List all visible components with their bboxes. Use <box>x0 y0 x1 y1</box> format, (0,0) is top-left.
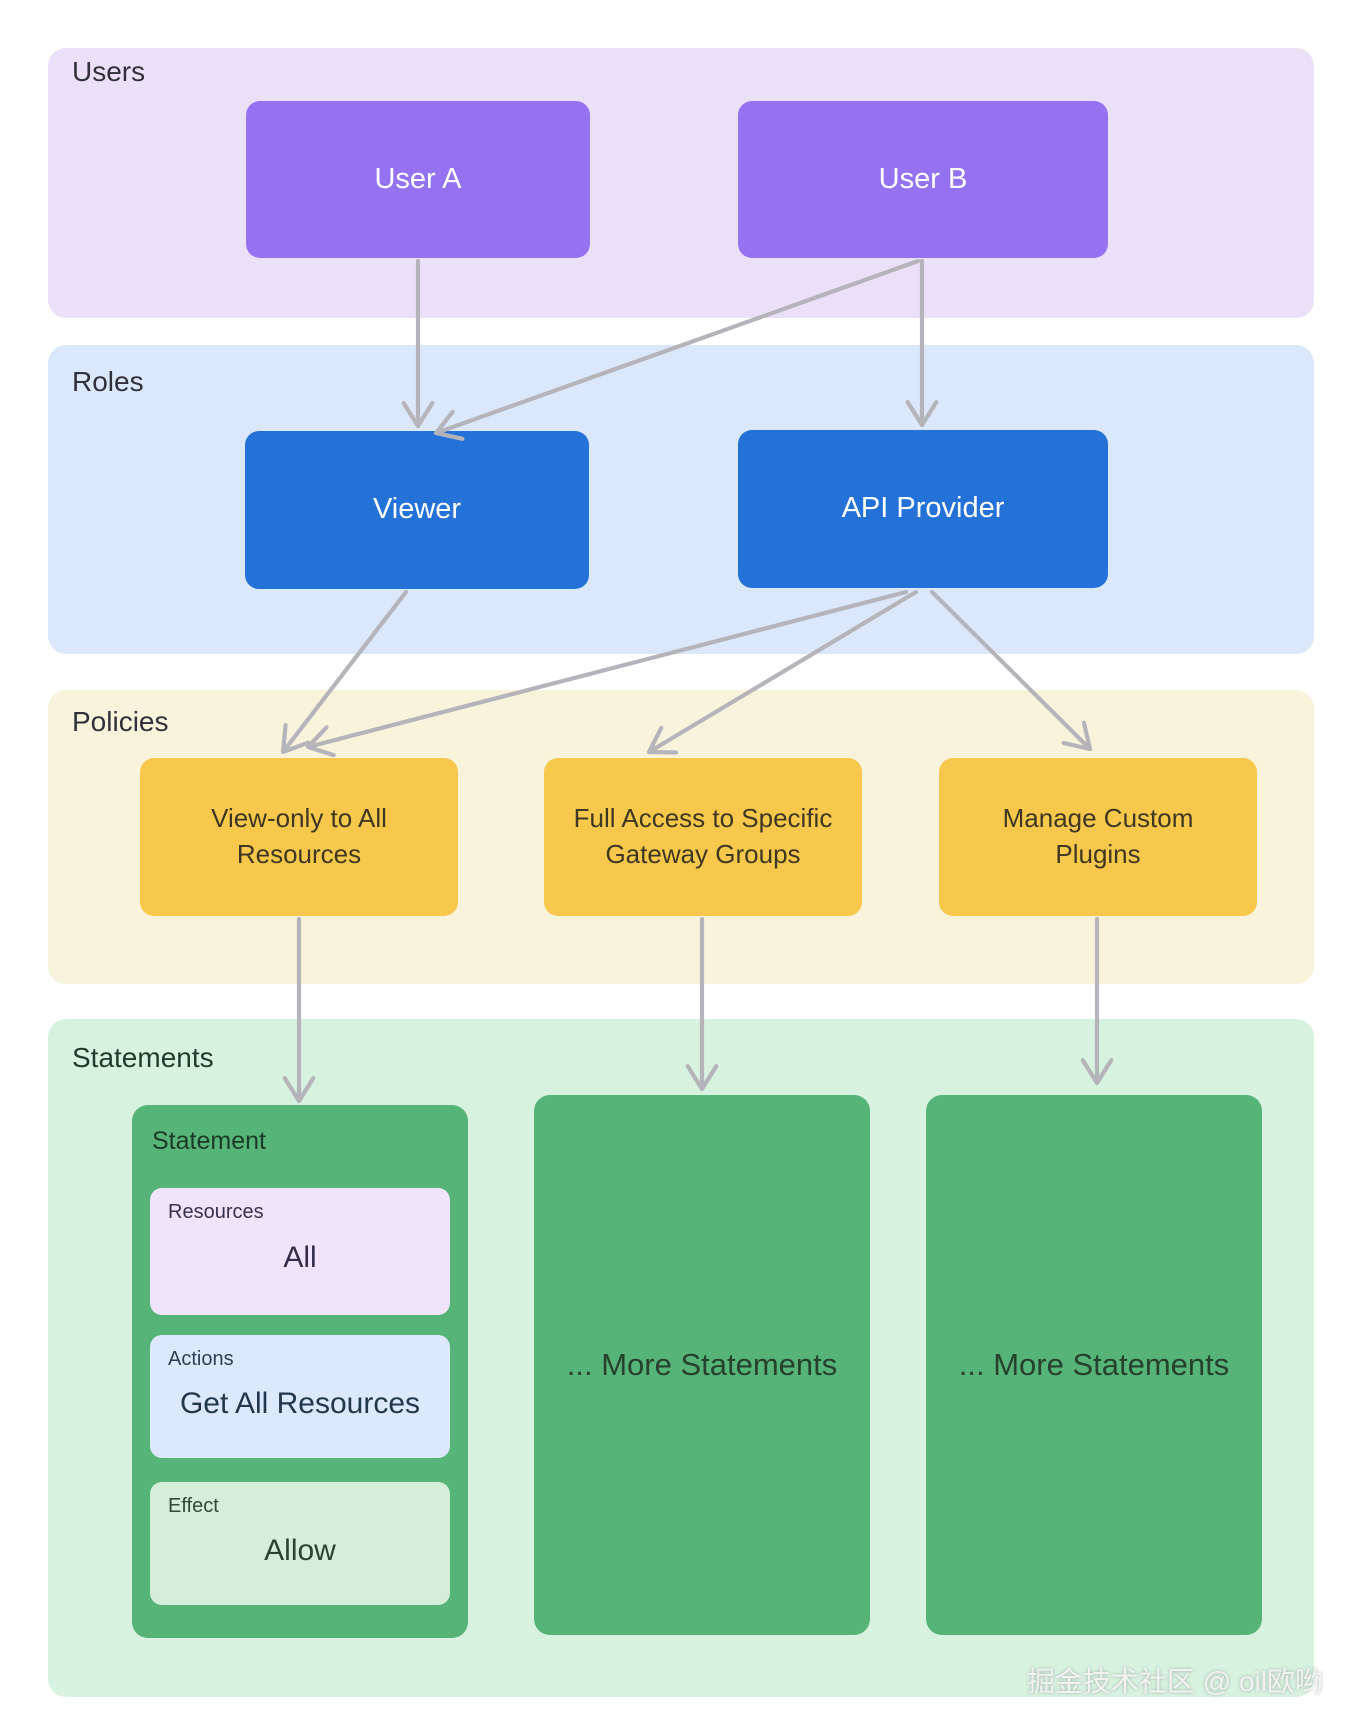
band-statements: Statements Statement Resources All Actio… <box>48 1019 1314 1697</box>
node-policy-full-access: Full Access to Specific Gateway Groups <box>544 758 862 916</box>
node-policy-manage-plugins: Manage Custom Plugins <box>939 758 1257 916</box>
node-user-a: User A <box>246 101 590 258</box>
node-more-statements-1-label: ... More Statements <box>566 1347 838 1382</box>
band-policies: Policies View-only to All Resources Full… <box>48 690 1314 984</box>
band-policies-label: Policies <box>72 706 169 737</box>
node-api-provider-label: API Provider <box>841 492 1005 525</box>
statement-field-resources-value: All <box>283 1241 317 1275</box>
statement-field-resources: Resources All <box>150 1188 450 1315</box>
statement-field-resources-label: Resources <box>168 1201 264 1223</box>
node-statement: Statement Resources All Actions Get All … <box>132 1105 468 1638</box>
statement-title: Statement <box>152 1127 266 1155</box>
statement-field-actions: Actions Get All Resources <box>150 1335 450 1458</box>
band-statements-label: Statements <box>72 1042 214 1073</box>
statement-field-effect-label: Effect <box>168 1495 219 1517</box>
statement-field-actions-value: Get All Resources <box>179 1386 421 1420</box>
node-policy-view-only: View-only to All Resources <box>140 758 458 916</box>
node-policy-manage-plugins-label: Manage Custom Plugins <box>1002 803 1194 869</box>
node-user-a-label: User A <box>374 162 462 195</box>
band-users: Users User A User B <box>48 48 1314 318</box>
node-user-b-label: User B <box>878 162 968 195</box>
node-viewer: Viewer <box>245 431 589 589</box>
statement-field-actions-label: Actions <box>168 1348 234 1370</box>
node-more-statements-2-label: ... More Statements <box>958 1347 1230 1382</box>
statement-field-effect-value: Allow <box>264 1533 336 1567</box>
band-roles: Roles Viewer API Provider <box>48 345 1314 654</box>
statement-field-effect: Effect Allow <box>150 1482 450 1605</box>
node-policy-full-access-label: Full Access to Specific Gateway Groups <box>573 803 833 869</box>
node-more-statements-1: ... More Statements <box>534 1095 870 1635</box>
node-viewer-label: Viewer <box>372 493 462 526</box>
node-api-provider: API Provider <box>738 430 1108 588</box>
node-user-b: User B <box>738 101 1108 258</box>
band-roles-label: Roles <box>72 366 144 397</box>
watermark: 掘金技术社区 @ oil欧哟 <box>1027 1666 1323 1697</box>
node-more-statements-2: ... More Statements <box>926 1095 1262 1635</box>
band-users-label: Users <box>72 56 146 87</box>
node-policy-view-only-label: View-only to All Resources <box>211 803 387 869</box>
